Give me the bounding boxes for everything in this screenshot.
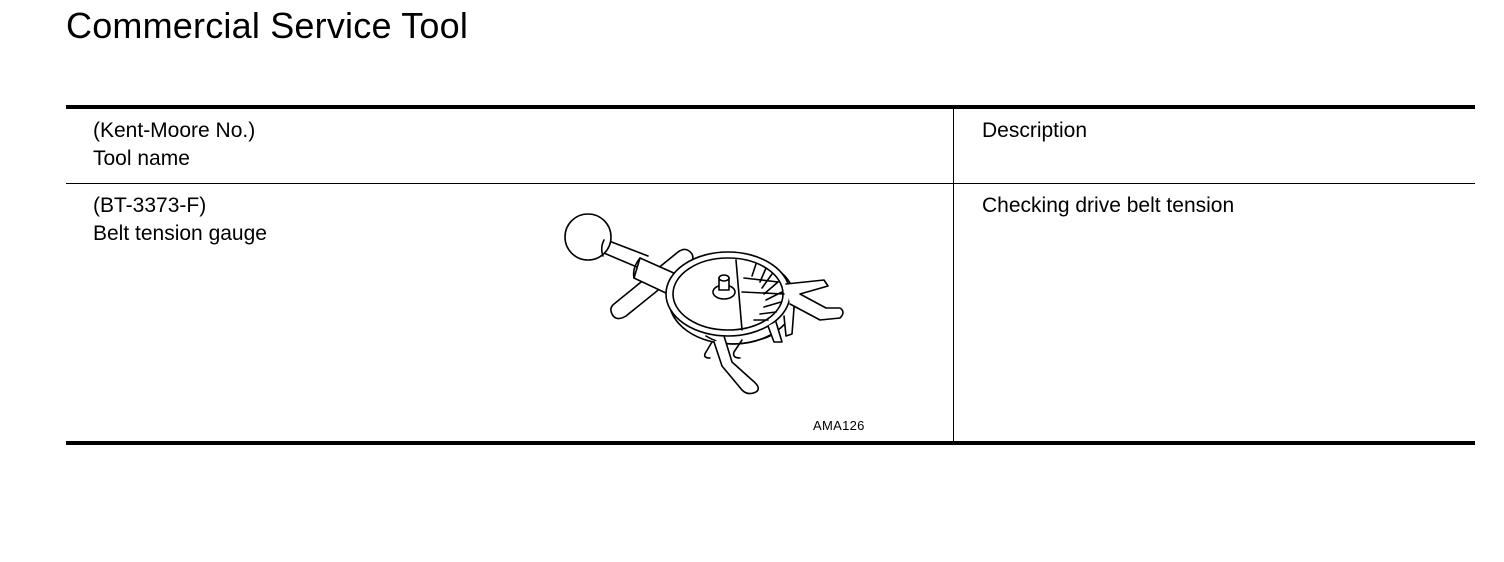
table-header-row: (Kent-Moore No.) Tool name Description — [66, 109, 1475, 184]
service-tool-table: (Kent-Moore No.) Tool name Description (… — [66, 105, 1475, 445]
page-title: Commercial Service Tool — [66, 5, 469, 46]
tool-name-header: Tool name — [93, 147, 190, 170]
tool-description: Checking drive belt tension — [982, 194, 1235, 217]
figure-code: AMA126 — [813, 418, 865, 433]
column-divider — [953, 109, 954, 441]
kent-moore-number-header: (Kent-Moore No.) — [93, 119, 256, 142]
tool-cell: (BT-3373-F) Belt tension gauge — [93, 192, 267, 248]
table-row: (BT-3373-F) Belt tension gauge — [66, 184, 1475, 441]
belt-tension-gauge-illustration — [564, 213, 844, 395]
description-column-header: Description — [982, 119, 1088, 142]
tool-number: (BT-3373-F) — [93, 194, 207, 217]
tool-column-header: (Kent-Moore No.) Tool name — [93, 117, 255, 173]
tool-name: Belt tension gauge — [93, 222, 267, 245]
